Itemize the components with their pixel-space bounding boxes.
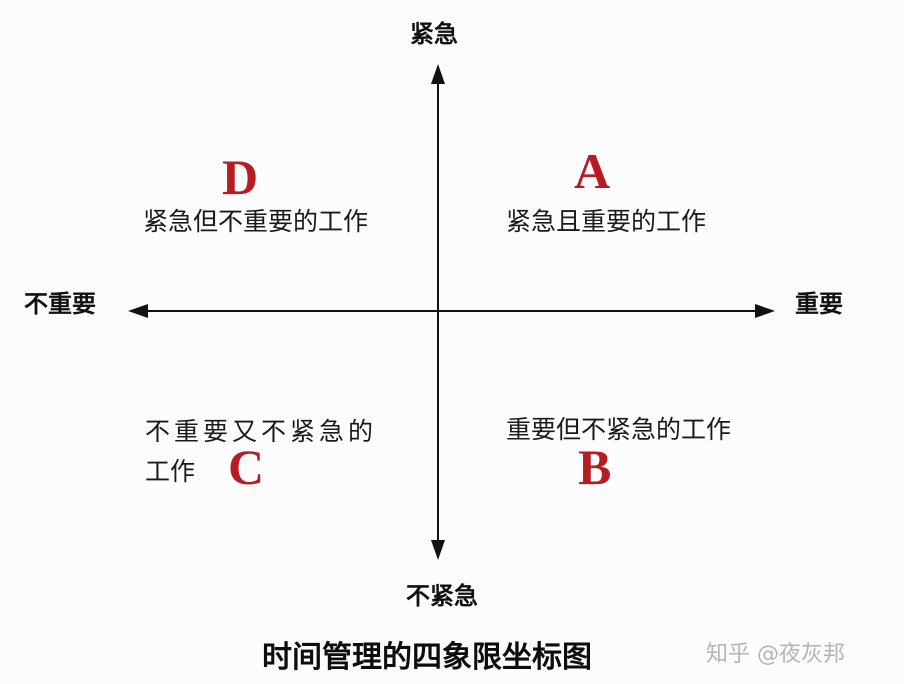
diagram-title: 时间管理的四象限坐标图 xyxy=(262,640,592,675)
quadrant-c-letter: C xyxy=(228,439,265,495)
quadrant-a-letter: A xyxy=(574,143,611,199)
axis-label-not-important: 不重要 xyxy=(24,290,96,318)
axis-label-urgent: 紧急 xyxy=(410,20,458,48)
arrow-right-icon xyxy=(755,304,775,318)
axis-label-important: 重要 xyxy=(795,290,843,318)
arrow-left-icon xyxy=(128,304,148,318)
quadrant-c-text-line2: 工作 xyxy=(145,457,196,486)
arrow-up-icon xyxy=(431,64,445,84)
quadrant-c-text-line1: 不重要又不紧急的 xyxy=(145,417,378,446)
quadrant-b-letter: B xyxy=(578,439,612,495)
quadrant-d-text: 紧急但不重要的工作 xyxy=(143,207,369,236)
quadrant-d-letter: D xyxy=(222,149,259,205)
axis-label-not-urgent: 不紧急 xyxy=(406,582,478,610)
quadrant-b-text: 重要但不紧急的工作 xyxy=(506,415,732,444)
watermark: 知乎 @夜灰邦 xyxy=(706,642,845,667)
arrow-down-icon xyxy=(431,540,445,560)
quadrant-a-text: 紧急且重要的工作 xyxy=(506,207,707,236)
